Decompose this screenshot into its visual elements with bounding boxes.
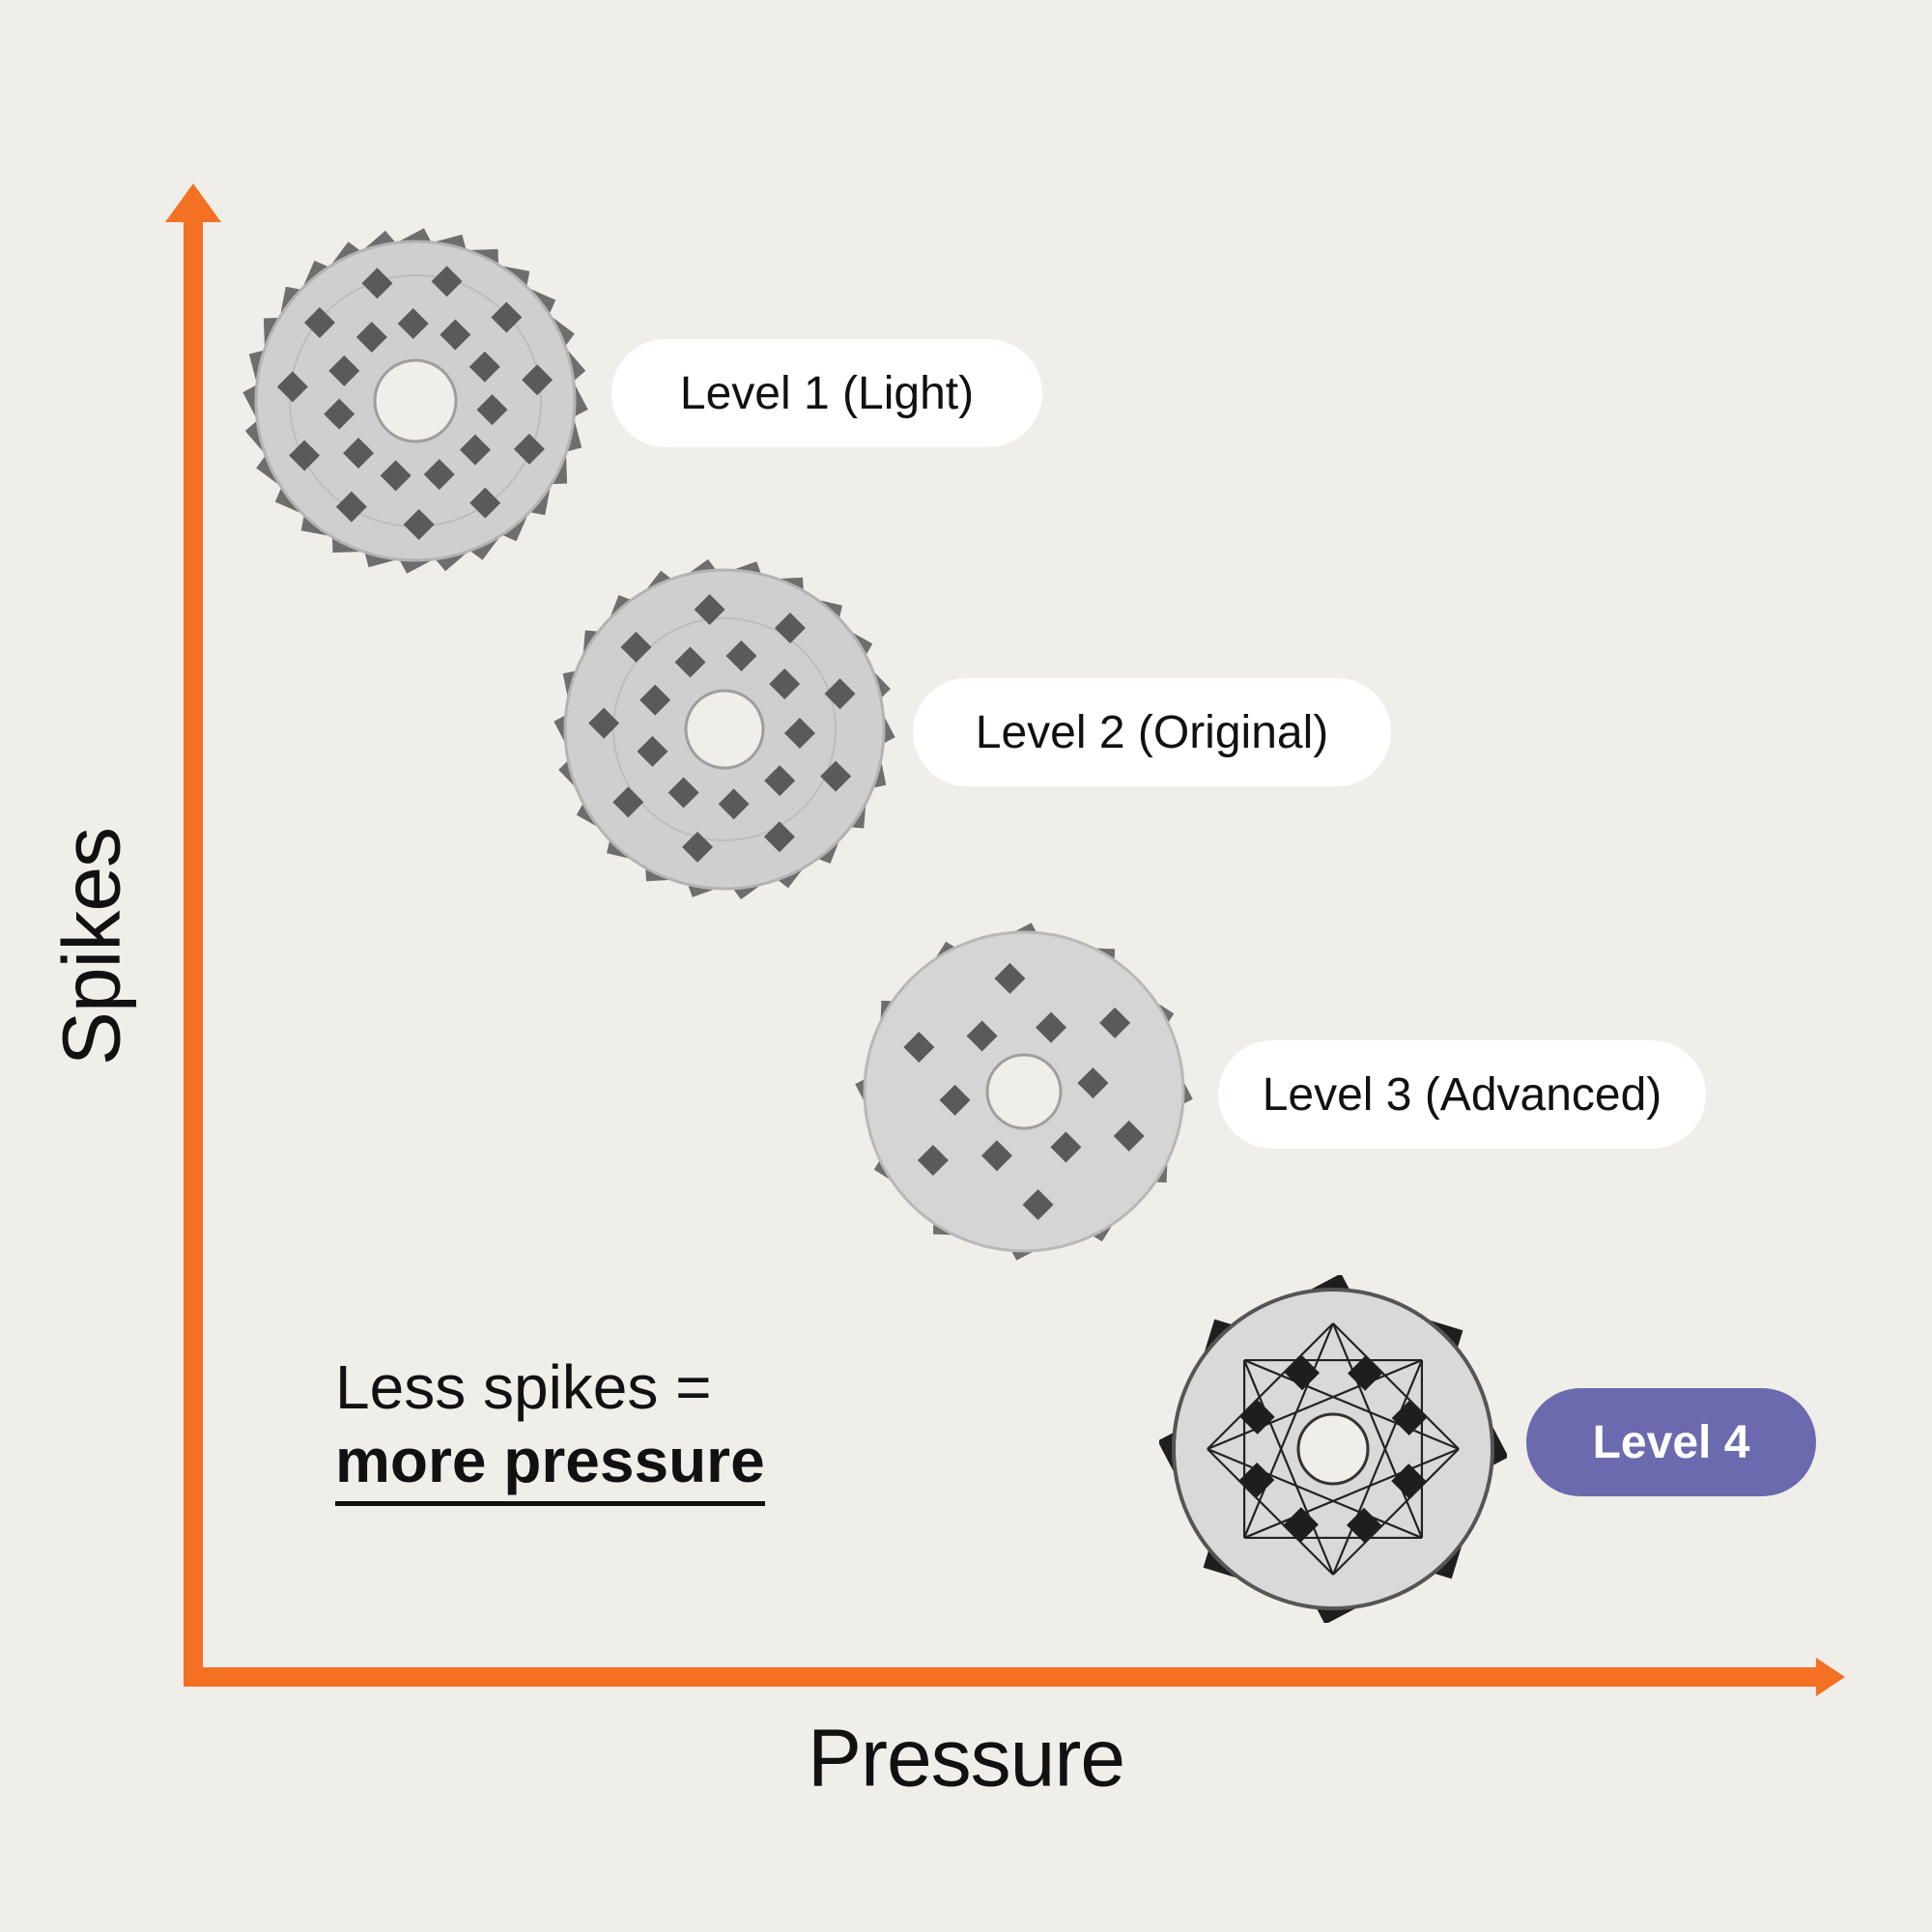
level-4-label: Level 4: [1526, 1388, 1816, 1496]
disc-level-4-image: [1159, 1275, 1507, 1623]
disc-level-1-image: [242, 228, 588, 574]
disc-level-2-image: [554, 558, 895, 900]
x-axis-arrowhead: [1816, 1658, 1845, 1696]
y-axis-label: Spikes: [45, 827, 137, 1066]
x-axis-label: Pressure: [807, 1712, 1125, 1804]
caption-line-2: more pressure: [335, 1424, 765, 1506]
x-axis-line: [184, 1667, 1826, 1687]
caption-line-1: Less spikes =: [335, 1352, 712, 1422]
disc-level-3-image: [855, 923, 1193, 1261]
caption: Less spikes = more pressure: [335, 1350, 765, 1506]
y-axis-arrowhead: [165, 184, 221, 222]
y-axis-line: [184, 217, 203, 1686]
level-1-label: Level 1 (Light): [611, 339, 1042, 447]
level-2-label: Level 2 (Original): [913, 678, 1391, 786]
level-3-label: Level 3 (Advanced): [1218, 1040, 1706, 1149]
